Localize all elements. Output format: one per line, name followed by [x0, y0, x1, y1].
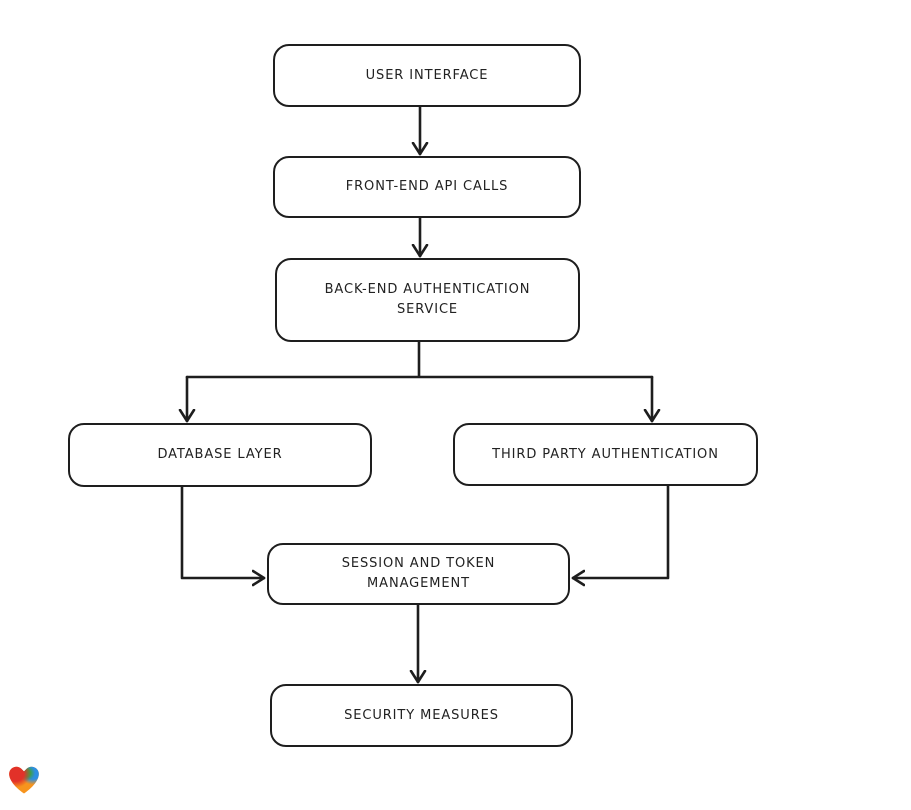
node-label: THIRD PARTY AUTHENTICATION — [492, 446, 719, 462]
node-session-and-token-management: SESSION AND TOKEN MANAGEMENT — [267, 543, 570, 605]
node-label: USER INTERFACE — [365, 67, 489, 83]
node-label: SESSION AND TOKEN — [341, 556, 496, 571]
node-security-measures: SECURITY MEASURES — [270, 684, 573, 747]
node-back-end-authentication-service: BACK-END AUTHENTICATION SERVICE — [275, 258, 580, 342]
node-third-party-authentication: THIRD PARTY AUTHENTICATION — [453, 423, 758, 486]
node-label: MANAGEMENT — [367, 576, 470, 591]
node-front-end-api-calls: FRONT-END API CALLS — [273, 156, 581, 218]
edge-thirdparty-to-session — [571, 484, 670, 578]
node-label: BACK-END AUTHENTICATION — [324, 282, 531, 297]
node-label: SERVICE — [396, 302, 459, 317]
node-user-interface: USER INTERFACE — [273, 44, 581, 107]
edge-backend-branch-trunk — [185, 340, 654, 379]
eraser-heart-logo-icon[interactable] — [6, 762, 42, 797]
node-label: SECURITY MEASURES — [344, 707, 499, 723]
edge-database-to-session — [180, 485, 266, 578]
node-label: FRONT-END API CALLS — [345, 179, 509, 194]
node-label: DATABASE LAYER — [157, 447, 283, 462]
node-database-layer: DATABASE LAYER — [68, 423, 372, 487]
